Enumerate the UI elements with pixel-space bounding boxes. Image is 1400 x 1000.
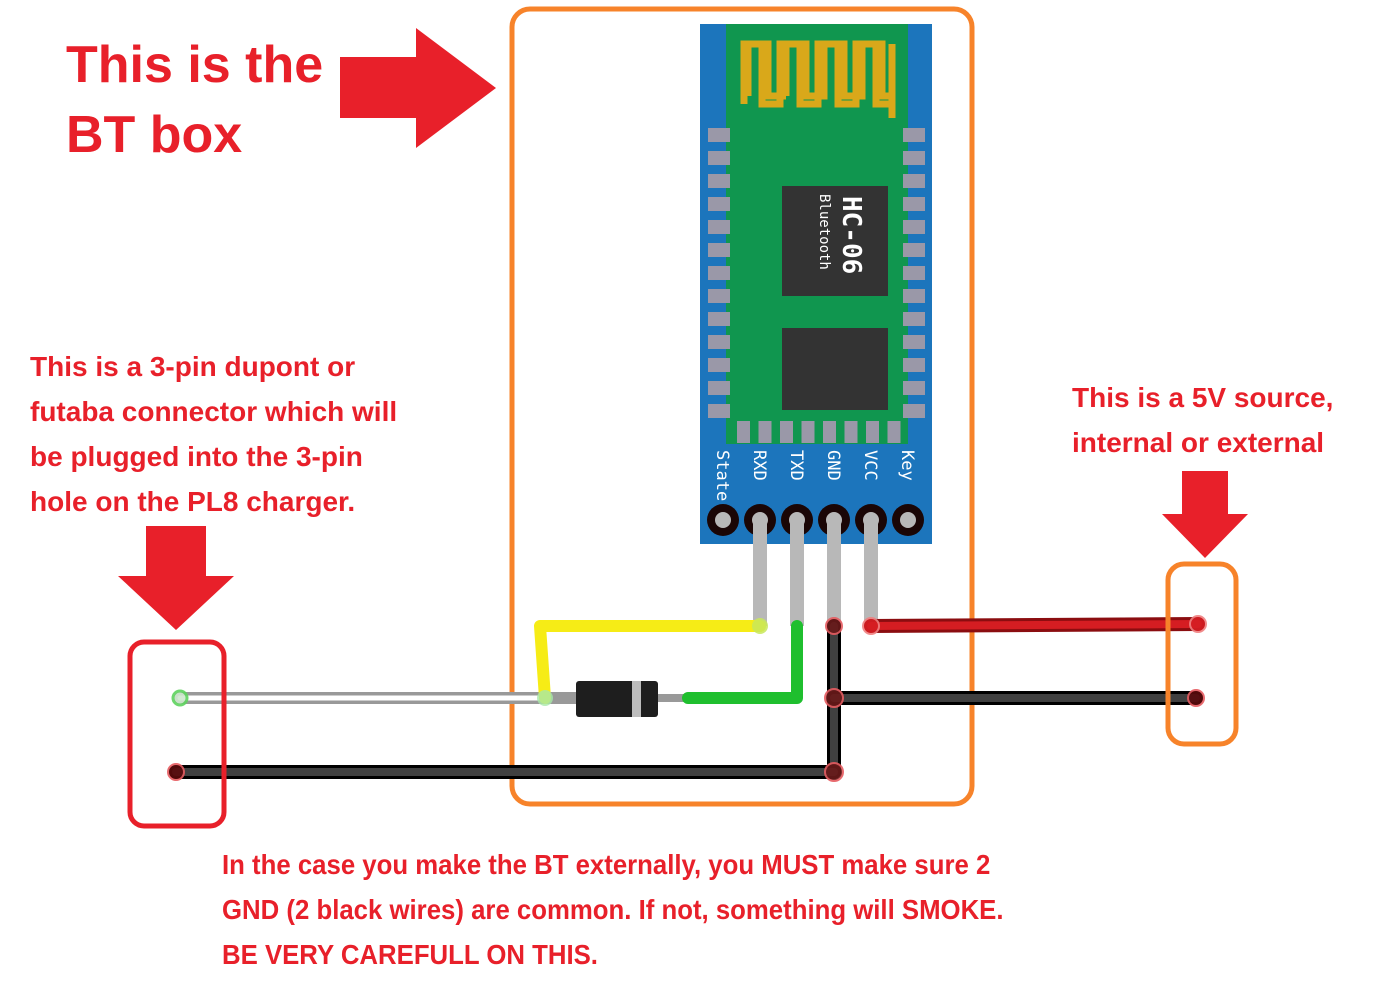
side-pad: [903, 151, 925, 165]
annotation-line: This is a 5V source,: [1072, 382, 1334, 413]
title-line: This is the: [66, 36, 324, 94]
chip-model-label: HC-06: [836, 196, 866, 274]
side-pad: [708, 243, 730, 257]
pin-label-vcc: VCC: [860, 450, 880, 481]
junction-red: [862, 617, 880, 635]
bottom-pad: [823, 421, 836, 443]
pin-hole-key: [900, 512, 916, 528]
side-pad: [903, 243, 925, 257]
arrow-down-icon: [118, 526, 234, 630]
side-pad: [708, 174, 730, 188]
pin-label-rxd: RXD: [749, 450, 769, 481]
side-pad: [708, 266, 730, 280]
source-outline: [1165, 561, 1239, 747]
arrow-down-icon: [1162, 471, 1248, 558]
side-pad: [708, 381, 730, 395]
chip-subtitle-label: Bluetooth: [816, 194, 832, 270]
side-pads-left: [708, 128, 730, 418]
annotation-line: BE VERY CAREFULL ON THIS.: [222, 939, 598, 970]
side-pad: [708, 335, 730, 349]
bottom-pad: [737, 421, 750, 443]
side-pad: [708, 151, 730, 165]
diode-body: [576, 681, 658, 717]
junction-red: [825, 617, 843, 635]
side-pad: [708, 289, 730, 303]
side-pad: [903, 312, 925, 326]
hc06-module: HC-06 Bluetooth State RXD TXD GND VCC Key: [700, 24, 932, 544]
diode-cathode-band: [632, 681, 641, 717]
bottom-pads: [737, 421, 901, 443]
annotation-line: futaba connector which will: [30, 396, 398, 427]
junction-red: [824, 688, 844, 708]
connector-outline: [127, 639, 227, 829]
junction-red: [1187, 689, 1205, 707]
pin-label-txd: TXD: [786, 450, 806, 481]
pin-label-state: State: [712, 450, 732, 501]
bt-box-outline: [509, 6, 975, 807]
pin-header: [707, 504, 924, 536]
wire-red-inner: [867, 620, 1202, 630]
annotation-line: be plugged into the 3-pin: [30, 441, 363, 472]
wire-yellow: [534, 620, 766, 704]
side-pad: [708, 220, 730, 234]
bottom-pad: [866, 421, 879, 443]
antenna-trace-main: [740, 40, 896, 118]
side-pad: [903, 266, 925, 280]
annotation-line: GND (2 black wires) are common. If not, …: [222, 894, 1004, 925]
side-pad: [903, 404, 925, 418]
side-pad: [903, 381, 925, 395]
side-pad: [708, 312, 730, 326]
warning-annotation: In the case you make the BT externally, …: [222, 842, 1004, 977]
connection-points: [167, 615, 1207, 782]
side-pad: [903, 289, 925, 303]
bottom-pad: [887, 421, 901, 443]
junction-red: [1189, 615, 1207, 633]
side-pad: [903, 335, 925, 349]
side-pad: [708, 128, 730, 142]
page-title: This is the BT box: [66, 30, 323, 170]
pin-hole-state: [715, 512, 731, 528]
arrow-right-icon: [340, 28, 496, 148]
side-pad: [903, 174, 925, 188]
diode: [576, 681, 658, 717]
source-annotation: This is a 5V source, internal or externa…: [1072, 375, 1333, 465]
memory-chip: [782, 328, 888, 410]
connector-annotation: This is a 3-pin dupont or futaba connect…: [30, 344, 397, 524]
bottom-pad: [844, 421, 858, 443]
annotation-line: In the case you make the BT externally, …: [222, 849, 991, 880]
annotation-line: hole on the PL8 charger.: [30, 486, 356, 517]
side-pad: [708, 404, 730, 418]
side-pad: [903, 197, 925, 211]
junction-yellow: [752, 618, 768, 634]
side-pads-right: [903, 128, 925, 418]
bluetooth-chip: [782, 186, 888, 296]
annotation-line: internal or external: [1072, 427, 1325, 458]
bottom-pad: [758, 421, 772, 443]
junction-red: [824, 762, 844, 782]
junction-green: [171, 689, 189, 707]
pin-legs: [753, 522, 878, 626]
pin-label-key: Key: [897, 450, 917, 481]
title-line: BT box: [66, 106, 243, 164]
wires: [169, 617, 1205, 779]
side-pad: [903, 358, 925, 372]
side-pad: [708, 358, 730, 372]
side-pad: [903, 220, 925, 234]
wire-green: [682, 620, 803, 704]
junction-green: [537, 690, 553, 706]
bottom-pad: [780, 421, 793, 443]
annotation-line: This is a 3-pin dupont or: [30, 351, 356, 382]
bottom-pad: [801, 421, 815, 443]
pin-label-gnd: GND: [823, 450, 843, 481]
junction-red: [167, 763, 185, 781]
side-pad: [708, 197, 730, 211]
pin-labels: State RXD TXD GND VCC Key: [712, 450, 917, 501]
side-pad: [903, 128, 925, 142]
